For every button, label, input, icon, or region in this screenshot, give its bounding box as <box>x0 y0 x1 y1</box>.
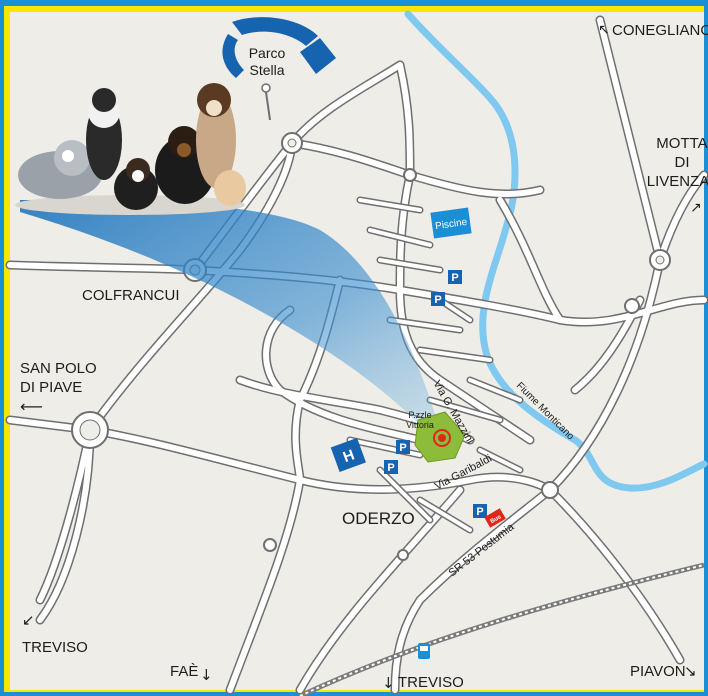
parking-icon[interactable]: P <box>396 440 410 454</box>
svg-text:P: P <box>434 294 441 306</box>
parking-icon[interactable]: P <box>431 292 445 306</box>
svg-text:P: P <box>399 442 406 454</box>
piscine-poi[interactable]: Piscine <box>430 207 472 239</box>
place-label-parco-stella: Parco <box>249 45 286 61</box>
river <box>404 10 708 492</box>
place-label-treviso-left: TREVISO <box>22 639 88 656</box>
place-label-motta-3: LIVENZA <box>647 173 708 190</box>
place-label-oderzo: ODERZO <box>342 509 415 528</box>
place-label-fae: FAÈ <box>170 663 198 680</box>
location-marker-icon <box>433 429 451 447</box>
minor-streets <box>346 196 524 534</box>
place-label-colfrancui: COLFRANCUI <box>82 287 180 304</box>
parking-icon[interactable]: P <box>384 460 398 474</box>
street-label-vittoria: Vittoria <box>406 420 434 430</box>
arrow-treviso-left-icon: ↙ <box>22 611 35 629</box>
place-label-motta-2: DI <box>675 154 690 171</box>
hospital-icon[interactable]: H <box>330 437 366 472</box>
train-station-icon[interactable] <box>418 643 430 659</box>
parking-icon[interactable]: P <box>473 504 487 518</box>
piscine-label: Piscine <box>434 217 468 232</box>
arrow-fae-icon: ↓ <box>200 666 213 684</box>
arrow-motta-icon: ↗ <box>690 200 702 216</box>
highlight-beam <box>20 200 440 438</box>
place-label-motta: MOTTA <box>656 135 707 152</box>
arrow-san-polo-icon: ⟵ <box>20 397 43 416</box>
arrow-piavon-icon: ↘ <box>684 662 697 680</box>
bus-icon[interactable]: Bus <box>484 508 506 528</box>
place-label-san-polo-2: DI PIAVE <box>20 379 82 396</box>
railway <box>298 562 705 696</box>
place-label-piavon: PIAVON <box>630 663 686 680</box>
parking-icon[interactable]: P <box>448 270 462 284</box>
arrow-treviso-bottom-icon: ↓ <box>382 674 395 692</box>
parco-stella-shape <box>222 17 336 121</box>
place-label-san-polo: SAN POLO <box>20 360 97 377</box>
place-label-conegliano: CONEGLIANO <box>612 22 708 39</box>
arrow-conegliano-icon: ↖ <box>598 22 610 38</box>
place-label-treviso-bottom: TREVISO <box>398 674 464 691</box>
dogs-illustration <box>15 83 246 215</box>
place-label-parco-stella-2: Stella <box>249 62 284 78</box>
svg-text:P: P <box>387 462 394 474</box>
street-label-pzzle: P.zzle <box>408 410 431 420</box>
svg-text:P: P <box>476 506 483 518</box>
svg-text:P: P <box>451 272 458 284</box>
svg-text:Bus: Bus <box>490 514 503 525</box>
